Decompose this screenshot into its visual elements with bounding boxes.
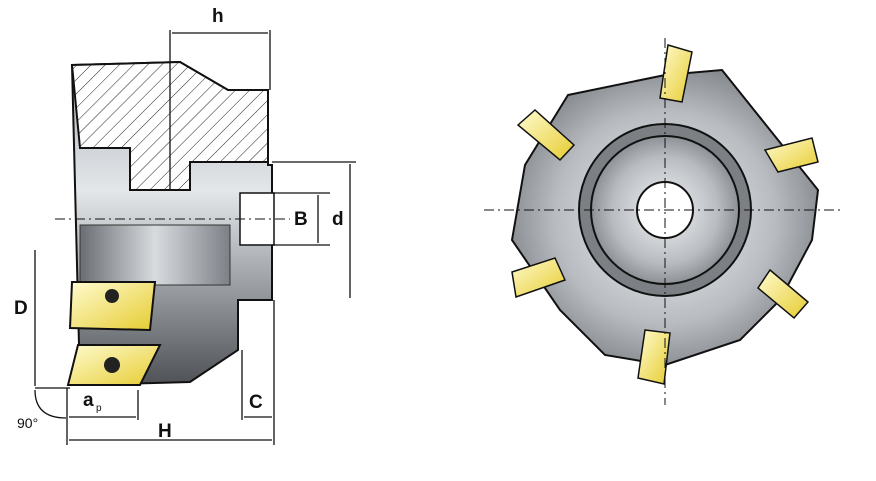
front-inserts [511, 44, 819, 385]
flange [79, 224, 231, 286]
screw-icon [105, 289, 119, 303]
dimension-B: B [272, 192, 330, 246]
insert-right-lower [757, 268, 810, 320]
dimension-h: h [169, 6, 271, 190]
side-view: h B d D 90° a p [14, 6, 356, 445]
label-h: h [212, 6, 224, 27]
label-B: B [294, 209, 308, 230]
insert-top [659, 44, 693, 103]
label-angle: 90° [17, 415, 38, 431]
insert-left-upper [516, 108, 576, 162]
insert-lower [66, 344, 162, 386]
dimension-C: C [241, 350, 272, 420]
label-C: C [249, 392, 263, 413]
insert-left-lower [511, 257, 567, 299]
label-H: H [158, 421, 172, 442]
insert-right-upper [763, 137, 819, 173]
screw-icon [104, 357, 120, 373]
label-ap: a [83, 390, 94, 411]
dimension-H: H [69, 300, 275, 445]
insert-upper [68, 281, 157, 332]
label-d: d [332, 209, 344, 230]
label-ap-subscript: p [96, 403, 102, 414]
label-D: D [14, 298, 28, 319]
dimension-d: d [272, 161, 356, 298]
front-view [484, 38, 840, 405]
angle-arc [34, 389, 67, 419]
dimension-ap: a p [66, 388, 139, 445]
insert-bottom [637, 329, 671, 385]
dimension-D: D [14, 250, 36, 386]
